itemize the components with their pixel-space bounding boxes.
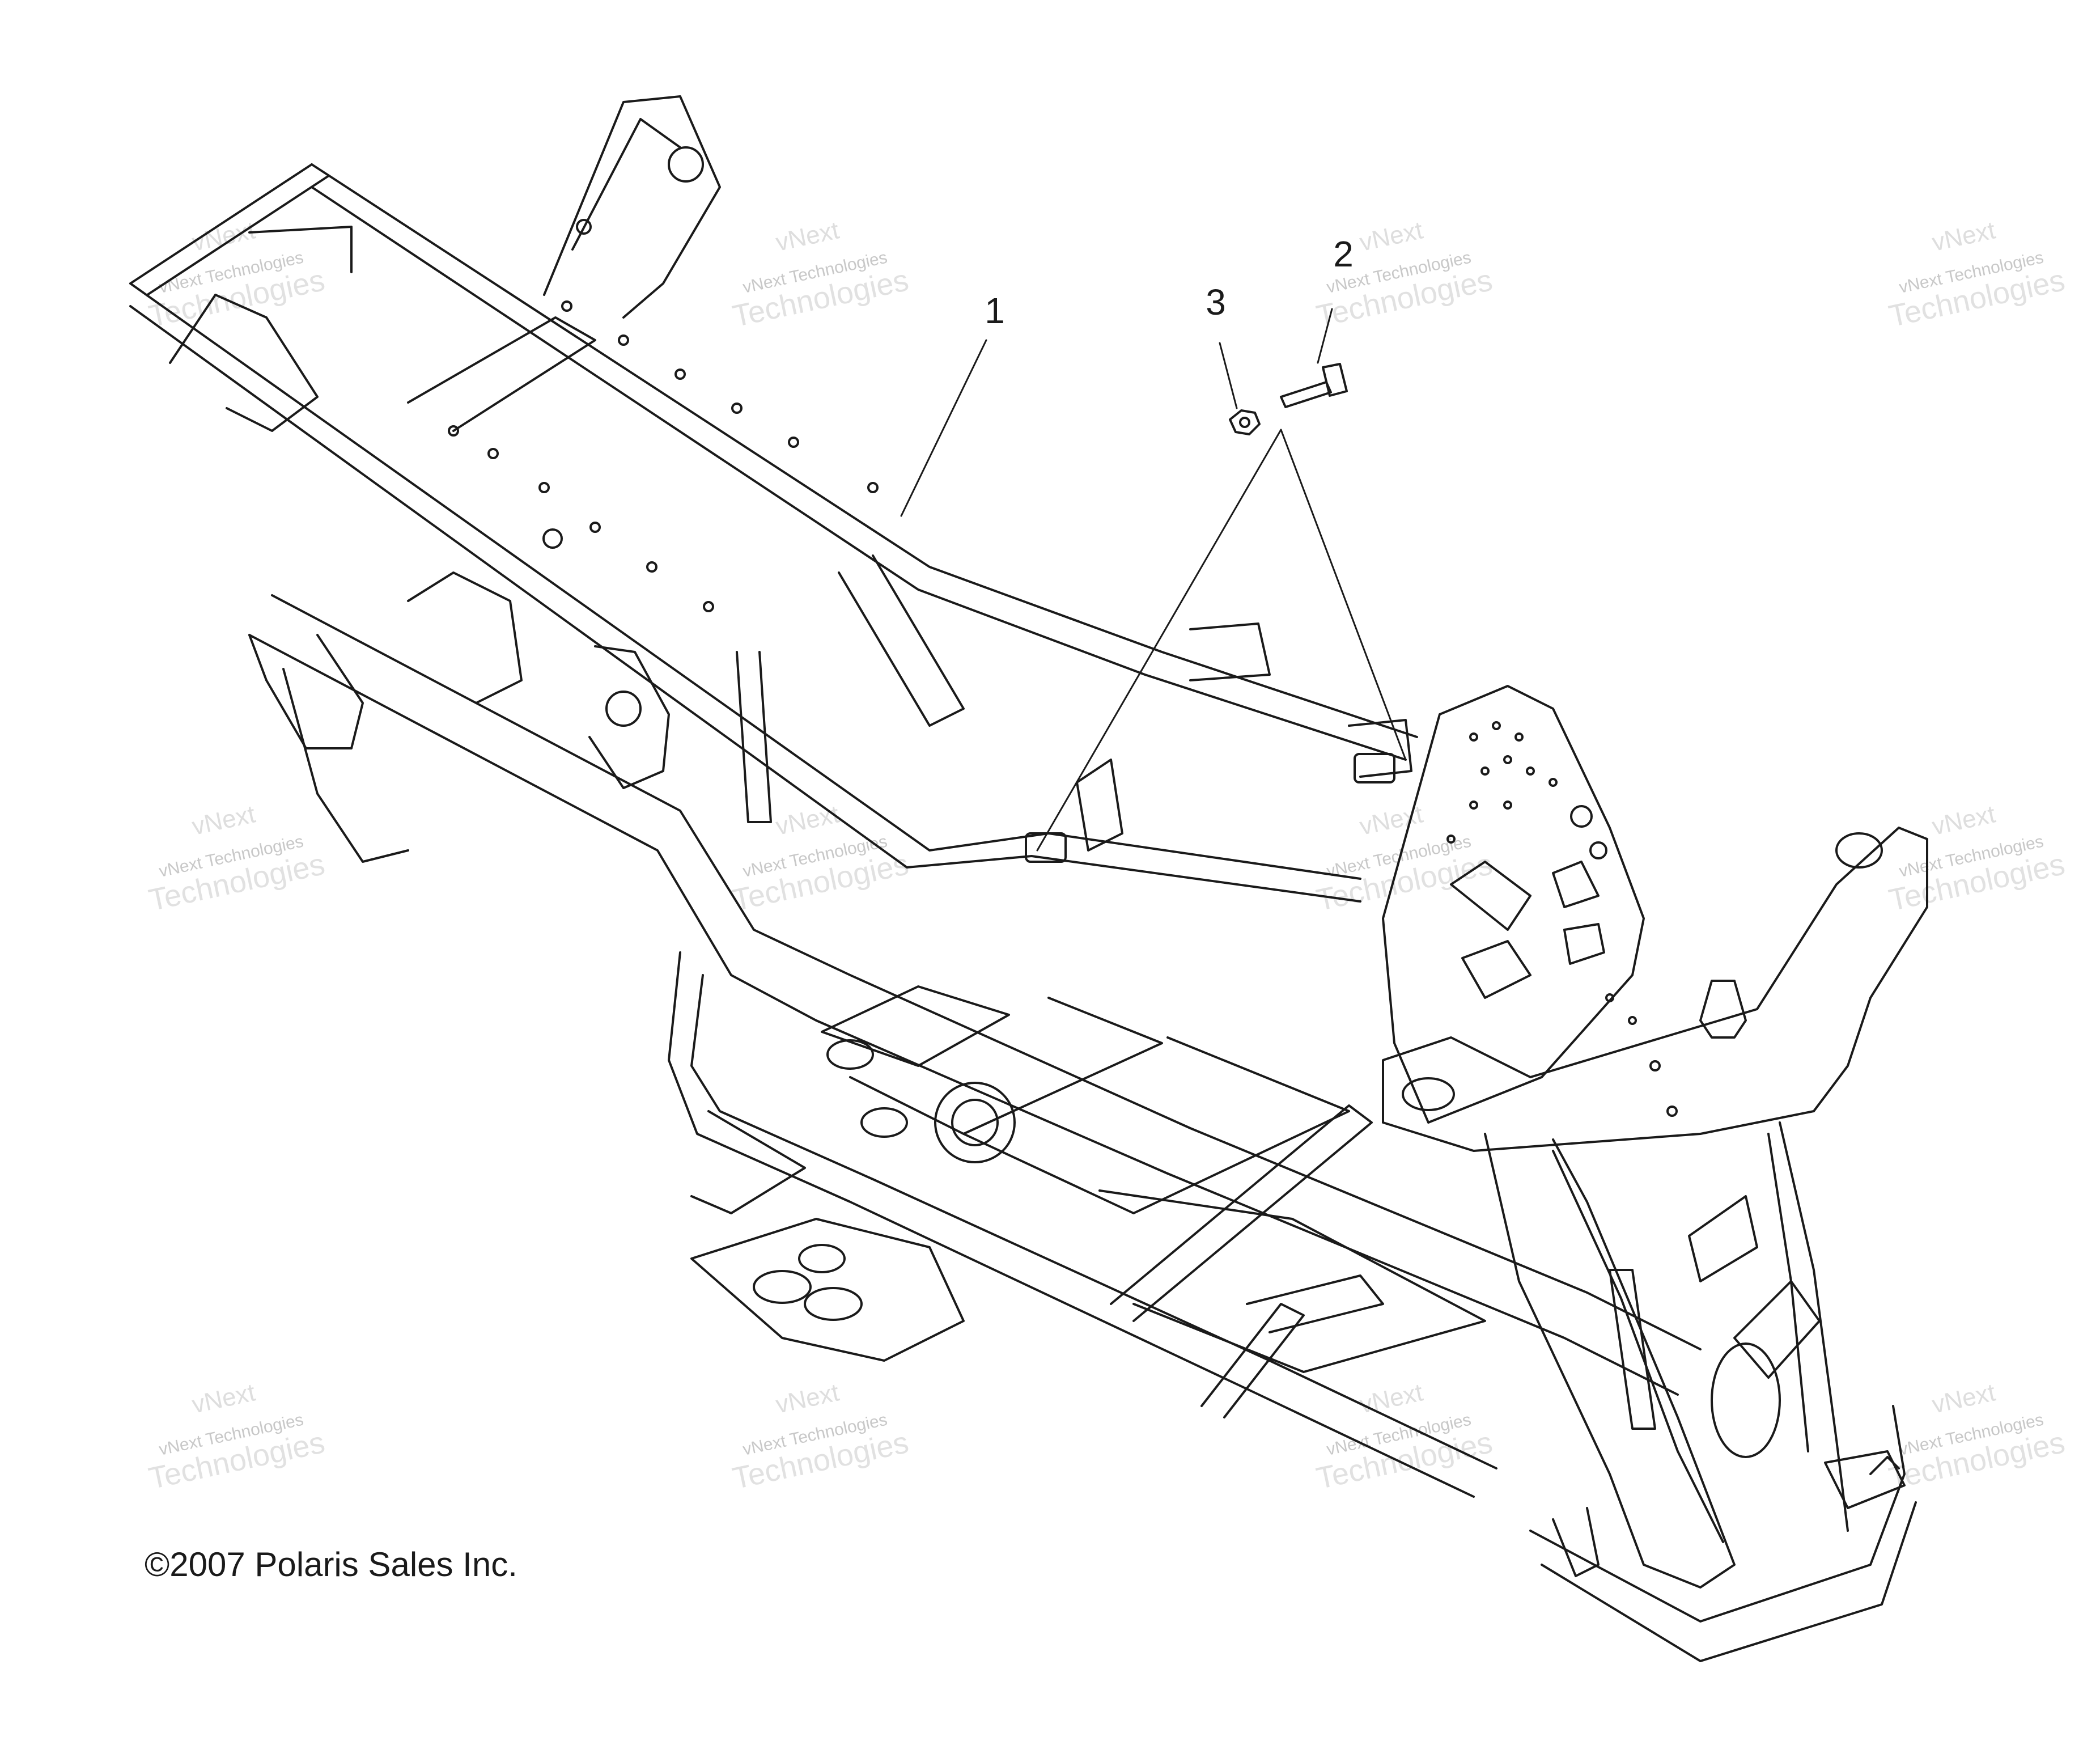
watermark-text: vNext (1929, 800, 1997, 840)
upper-subframe (129, 95, 1418, 903)
callout-2: 2 (1333, 234, 1354, 274)
callout-labels: 1 2 3 (985, 234, 1354, 331)
main-lower-frame (248, 571, 1702, 1498)
watermark-text: vNext (1357, 216, 1425, 256)
front-shock-tower (1382, 827, 1928, 1662)
watermark-text: vNext (773, 800, 841, 840)
nut-part (1229, 409, 1261, 435)
hardware-parts (1229, 363, 1348, 435)
watermark-text: vNext (1357, 1378, 1425, 1418)
watermark-text: vNext (1929, 216, 1997, 256)
watermark-text: vNext (189, 1378, 257, 1418)
callout-3: 3 (1206, 282, 1226, 323)
bolt-part (1280, 381, 1332, 408)
front-bulkhead (1382, 685, 1645, 1124)
frame-assembly-drawing (129, 95, 1928, 1662)
leader-lines (900, 308, 1407, 852)
watermark-text: vNext (773, 216, 841, 256)
callout-1: 1 (985, 290, 1005, 331)
copyright-text: ©2007 Polaris Sales Inc. (145, 1545, 517, 1583)
watermark-text: vNext (773, 1378, 841, 1418)
watermark-text: vNext (1929, 1378, 1997, 1418)
watermark-text: vNext (189, 800, 257, 840)
